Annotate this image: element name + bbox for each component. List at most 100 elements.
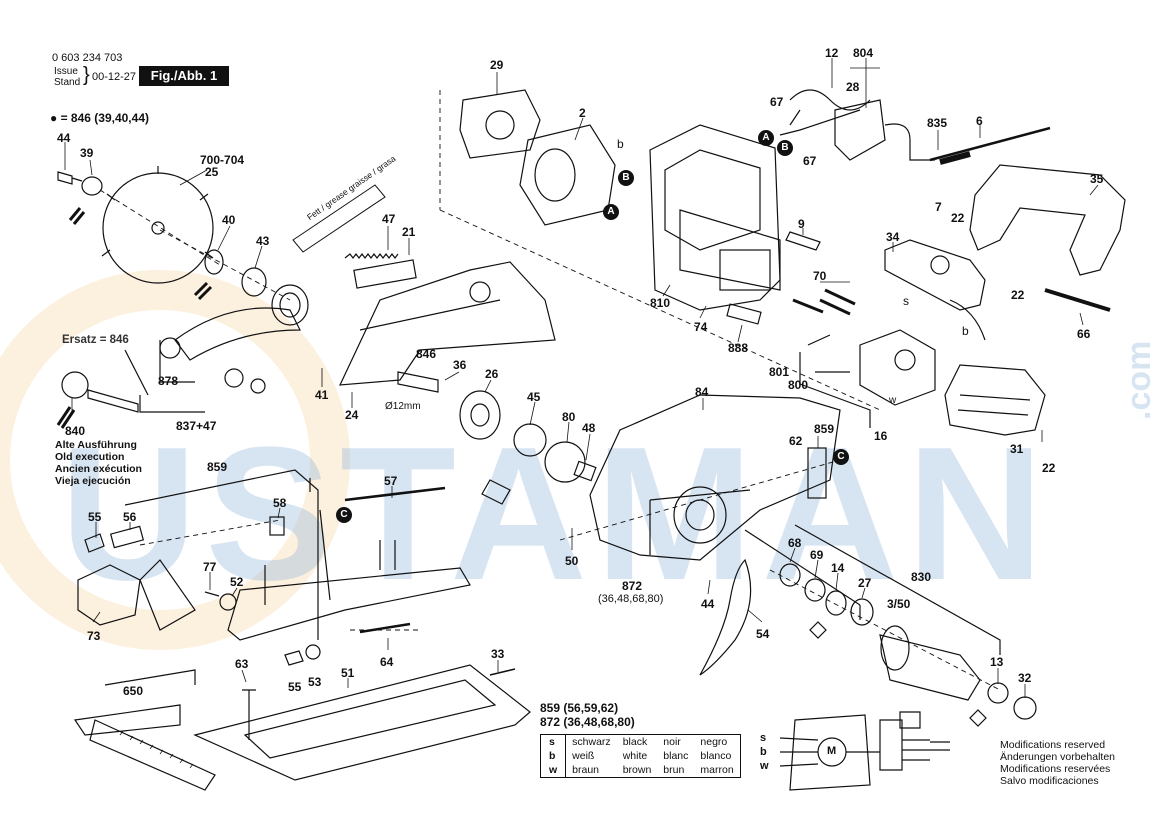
part-label: 28: [846, 80, 860, 94]
issue-brace: }: [83, 64, 90, 86]
part-label: 84: [695, 385, 709, 399]
part-label: 32: [1018, 671, 1032, 685]
part-label: 31: [1010, 442, 1024, 456]
part-label: 21: [402, 225, 416, 239]
part-label: 830: [911, 570, 932, 584]
part-label: 859: [207, 460, 228, 474]
part-label: 47: [382, 212, 396, 226]
part-label: 58: [273, 496, 287, 510]
bullet-note: ● = 846 (39,40,44): [50, 111, 149, 125]
part-label: 33: [491, 647, 505, 661]
kit-872-note: 872 (36,48,68,80): [540, 715, 635, 729]
part-label: b: [617, 137, 624, 151]
part-label: 44: [57, 131, 71, 145]
part-label: 25: [205, 165, 219, 179]
part-label: 67: [803, 154, 817, 168]
stand-label: Stand: [54, 77, 81, 88]
part-label: 700-704: [200, 153, 245, 167]
part-label: 14: [831, 561, 845, 575]
part-label: 73: [87, 629, 101, 643]
ersatz-note: Ersatz = 846: [62, 334, 129, 346]
part-label: 50: [565, 554, 579, 568]
part-label: 80: [562, 410, 576, 424]
part-label: 54: [756, 627, 770, 641]
part-label: 888: [728, 341, 749, 355]
part-label: 24: [345, 408, 359, 422]
part-label: 48: [582, 421, 596, 435]
marker-c-cover: C: [833, 449, 849, 465]
marker-b-switch: B: [777, 140, 793, 156]
part-label: 44: [701, 597, 715, 611]
part-label: 846: [416, 347, 437, 361]
part-label: 27: [858, 576, 872, 590]
part-label: 801: [769, 365, 790, 379]
part-label: 29: [490, 58, 504, 72]
part-label: 56: [123, 510, 137, 524]
part-label: 68: [788, 536, 802, 550]
part-label: 9: [798, 217, 805, 231]
old-execution-note: Alte Ausführung Old execution Ancien exé…: [55, 439, 142, 487]
part-label: 40: [222, 213, 236, 227]
part-label: 6: [976, 114, 983, 128]
part-label: 878: [158, 374, 179, 388]
part-label: 840: [65, 424, 86, 438]
part-label: 22: [1011, 288, 1025, 302]
wiring-label-b: b: [760, 746, 767, 758]
part-label: 3/50: [887, 597, 911, 611]
part-label: 16: [874, 429, 888, 443]
marker-b-coil: B: [618, 170, 634, 186]
part-label: 70: [813, 269, 827, 283]
part-label: 650: [123, 684, 144, 698]
part-label: 41: [315, 388, 329, 402]
part-label: 34: [886, 230, 900, 244]
part-label: 39: [80, 146, 94, 160]
part-label: 53: [308, 675, 322, 689]
part-label: 51: [341, 666, 355, 680]
part-label: 804: [853, 46, 874, 60]
blade-disk: [101, 166, 214, 284]
part-label: 63: [235, 657, 249, 671]
marker-a-switch: A: [758, 130, 774, 146]
part-label: 74: [694, 320, 708, 334]
part-label: 43: [256, 234, 270, 248]
part-label: 2: [579, 106, 586, 120]
issue-label: Issue: [54, 66, 78, 77]
part-label: 55: [288, 680, 302, 694]
part-label: w: [889, 395, 897, 406]
part-label: 45: [527, 390, 541, 404]
part-label: s: [903, 294, 909, 308]
part-label: 66: [1077, 327, 1091, 341]
part-label: 835: [927, 116, 948, 130]
part-label: 64: [380, 655, 394, 669]
motor-symbol: M: [827, 745, 837, 757]
part-label: 837+47: [176, 419, 217, 433]
part-label: 12: [825, 46, 839, 60]
part-label: 55: [88, 510, 102, 524]
part-label: 35: [1090, 172, 1104, 186]
wiring-label-s: s: [760, 732, 767, 744]
part-label: 22: [951, 211, 965, 225]
part-label: b: [962, 324, 969, 338]
watermark-text: USTAMAN: [60, 408, 1052, 620]
part-label: 36: [453, 358, 467, 372]
wiring-label-w: w: [760, 760, 769, 772]
part-label: 13: [990, 655, 1004, 669]
issue-date: 00-12-27: [92, 71, 137, 83]
part-label: 67: [770, 95, 784, 109]
marker-c-fence: C: [336, 507, 352, 523]
part-label: 800: [788, 378, 809, 392]
part-label: 26: [485, 367, 499, 381]
part-label: 7: [935, 200, 942, 214]
part-label: 57: [384, 474, 398, 488]
part-label: 77: [203, 560, 217, 574]
part-number: 0 603 234 703: [52, 52, 123, 64]
modifications-note: Modifications reserved Änderungen vorbeh…: [1000, 739, 1116, 787]
part-label: 22: [1042, 461, 1056, 475]
part-label: 859: [814, 422, 835, 436]
marker-a-coil: A: [603, 204, 619, 220]
